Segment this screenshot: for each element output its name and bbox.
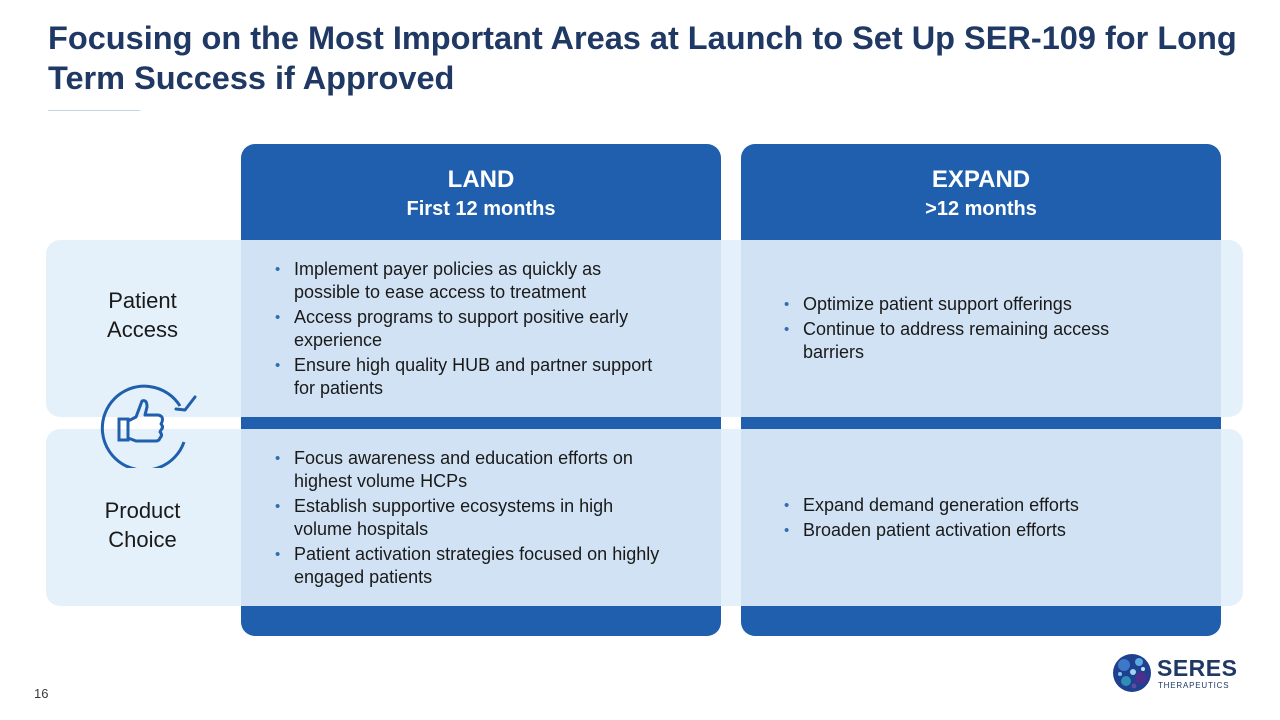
product-choice-label: Product Choice [46, 496, 239, 554]
list-item: Optimize patient support offerings [782, 293, 1172, 316]
title-underline [48, 110, 140, 111]
seres-logo-mark-icon [1113, 654, 1151, 692]
land-subheading: First 12 months [406, 198, 556, 220]
slide-title: Focusing on the Most Important Areas at … [48, 20, 1237, 96]
page-number: 16 [34, 686, 49, 701]
patient-access-label: Patient Access [46, 286, 239, 344]
list-item: Implement payer policies as quickly as p… [273, 258, 668, 304]
list-item: Continue to address remaining access bar… [782, 318, 1172, 364]
expand-heading: EXPAND [931, 166, 1031, 193]
expand-header: EXPAND >12 months [741, 164, 1221, 222]
product-choice-label-line2: Choice [108, 527, 177, 552]
land-access-bullets: Implement payer policies as quickly as p… [273, 258, 668, 402]
list-item: Expand demand generation efforts [782, 494, 1172, 517]
list-item: Patient activation strategies focused on… [273, 543, 668, 589]
thumbs-up-icon [100, 384, 197, 468]
logo-tagline: THERAPEUTICS [1158, 681, 1230, 690]
expand-choice-bullets: Expand demand generation efforts Broaden… [782, 494, 1172, 544]
expand-subheading: >12 months [925, 198, 1037, 220]
patient-access-label-line1: Patient [108, 288, 177, 313]
product-choice-label-line1: Product [104, 498, 181, 523]
list-item: Ensure high quality HUB and partner supp… [273, 354, 668, 400]
patient-access-label-line2: Access [107, 317, 178, 342]
logo-wordmark: SERES [1157, 655, 1238, 681]
land-header: LAND First 12 months [241, 164, 721, 222]
seres-logo: SERES THERAPEUTICS [1112, 650, 1242, 696]
land-choice-bullets: Focus awareness and education efforts on… [273, 447, 668, 591]
list-item: Establish supportive ecosystems in high … [273, 495, 668, 541]
land-heading: LAND [447, 166, 515, 193]
list-item: Access programs to support positive earl… [273, 306, 668, 352]
expand-access-bullets: Optimize patient support offerings Conti… [782, 293, 1172, 366]
list-item: Focus awareness and education efforts on… [273, 447, 668, 493]
list-item: Broaden patient activation efforts [782, 519, 1172, 542]
